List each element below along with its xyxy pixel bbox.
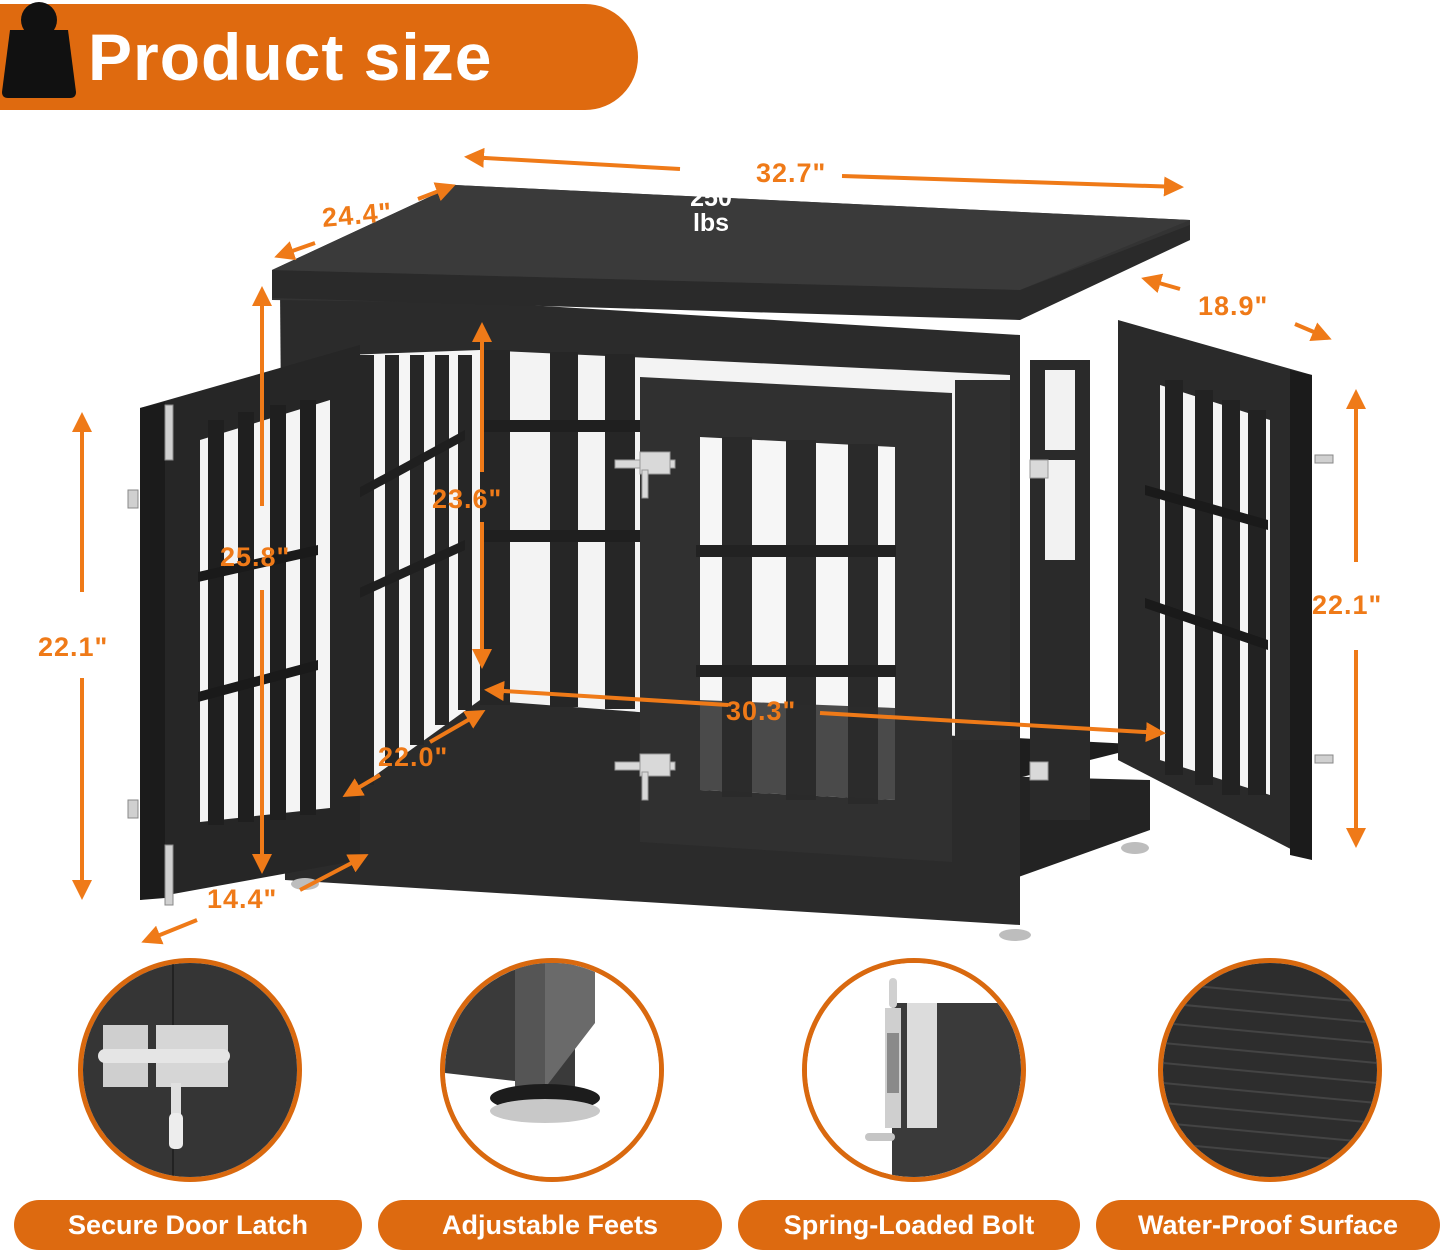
feature-image-adjustable-foot [440,958,664,1182]
weight-icon [2,2,76,98]
dim-right-door-height: 22.1" [1312,590,1383,620]
feature-label-adjustable-foot: Adjustable Feets [378,1200,722,1250]
adjustable-foot-icon [445,963,659,1177]
weight-capacity: 250 lbs [672,186,750,236]
feature-label-text: Secure Door Latch [67,1209,309,1240]
feature-label-spring-bolt: Spring-Loaded Bolt [738,1200,1080,1250]
dim-overall-depth: 24.4" [320,196,394,234]
dim-overall-width: 32.7" [756,158,827,188]
feature-image-door-latch [78,958,302,1182]
feature-label-text: Spring-Loaded Bolt [783,1209,1035,1240]
title-banner: Product size [0,4,638,110]
dim-interior-height: 23.6" [432,484,503,514]
dim-interior-width: 30.3" [726,696,797,726]
feature-image-spring-bolt [802,958,1026,1182]
feature-image-textured-surface [1158,958,1382,1182]
dim-interior-depth: 22.0" [378,742,449,772]
dim-overall-height: 25.8" [220,542,291,572]
feature-label-textured-surface: Water-Proof Surface [1096,1200,1440,1250]
page-title: Product size [88,20,493,94]
dog-crate-drawing [72,147,1366,945]
feature-label-text: Water-Proof Surface [1137,1209,1399,1240]
feature-label-text: Adjustable Feets [441,1209,659,1240]
dim-left-door-height: 22.1" [38,632,109,662]
door-latch-icon [83,963,297,1177]
product-illustration: 250 lbs 32.7" 24.4" 18.9" 22.1" 22.1" 25… [2,2,1383,945]
spring-bolt-icon [807,963,1021,1177]
dim-side-door-depth: 18.9" [1198,291,1269,321]
dim-door-width: 14.4" [207,884,278,914]
feature-label-door-latch: Secure Door Latch [14,1200,362,1250]
weight-unit: lbs [692,209,730,237]
weight-value: 250 [690,184,732,212]
textured-surface-icon [1163,963,1377,1177]
